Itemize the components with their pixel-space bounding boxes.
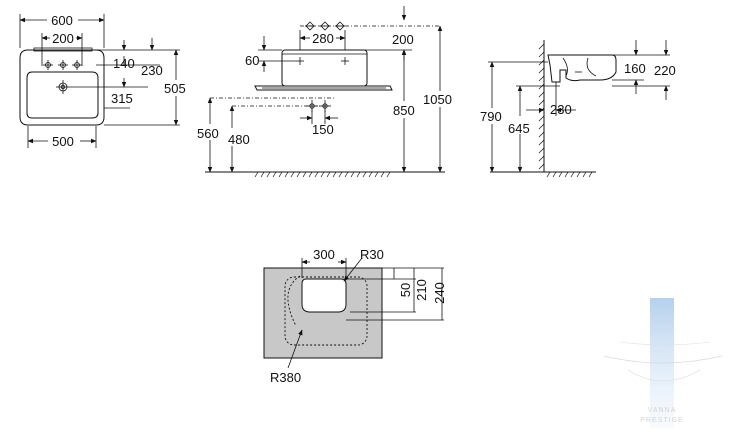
dim-overall-height: 1050 (423, 92, 452, 107)
cutout-hole (301, 278, 347, 313)
arc-guide (287, 275, 301, 327)
dim-rim-depth: 160 (624, 61, 646, 76)
dim-drain-height: 645 (508, 121, 530, 136)
dim-total-depth: 505 (164, 81, 186, 96)
basin-profile (547, 54, 617, 83)
side-view: 280 60 200 850 1050 (197, 6, 452, 178)
basin-bowl (26, 71, 99, 119)
basin-footprint (284, 276, 368, 346)
dim-margin-middle: 210 (414, 279, 429, 301)
dim-tap-depth: 230 (141, 63, 163, 78)
floor-hatch (254, 171, 391, 178)
dim-margin-top: 50 (398, 283, 413, 297)
svg-text:PRESTIGE: PRESTIGE (640, 417, 683, 424)
dim-drain-offset: 315 (111, 91, 133, 106)
basin-tap-symbols (296, 57, 349, 65)
dim-rim-height: 60 (245, 53, 259, 68)
basin-body (281, 49, 368, 87)
dim-install-height: 790 (480, 109, 502, 124)
watermark-logo: VANNA PRESTIGE (603, 298, 723, 428)
basin-outline (19, 49, 105, 126)
tap-holes (43, 60, 82, 70)
dim-margin-bottom: 240 (432, 282, 447, 304)
drain-markers (306, 100, 331, 112)
drain-symbol (56, 80, 70, 94)
wall-hatch (538, 43, 545, 170)
dim-top-offset: 200 (392, 32, 414, 47)
svg-text:VANNA: VANNA (648, 407, 677, 414)
cutout-view: 300 R30 50 210 240 R380 (263, 247, 447, 385)
wall-view: 160 220 790 645 230 (480, 40, 676, 178)
front-view: 600 200 (19, 13, 186, 149)
dim-outlet-height: 480 (228, 132, 250, 147)
dim-top-width: 280 (312, 31, 334, 46)
dim-wall-offset: 230 (550, 102, 572, 117)
dim-tap-spacing: 200 (52, 31, 74, 46)
dim-drain-spacing: 150 (312, 122, 334, 137)
basin-back-rim (33, 47, 93, 52)
dim-arc-radius: R380 (270, 370, 301, 385)
dim-corner-radius: R30 (360, 247, 384, 262)
dim-total-projection: 220 (654, 63, 676, 78)
dim-siphon-height: 560 (197, 126, 219, 141)
dim-bowl-height: 850 (393, 103, 415, 118)
dim-cutout-width: 300 (313, 247, 335, 262)
dim-back-depth: 140 (113, 56, 135, 71)
countertop (254, 85, 393, 91)
dim-overall-width: 600 (51, 13, 73, 28)
dim-inner-width: 500 (52, 134, 74, 149)
